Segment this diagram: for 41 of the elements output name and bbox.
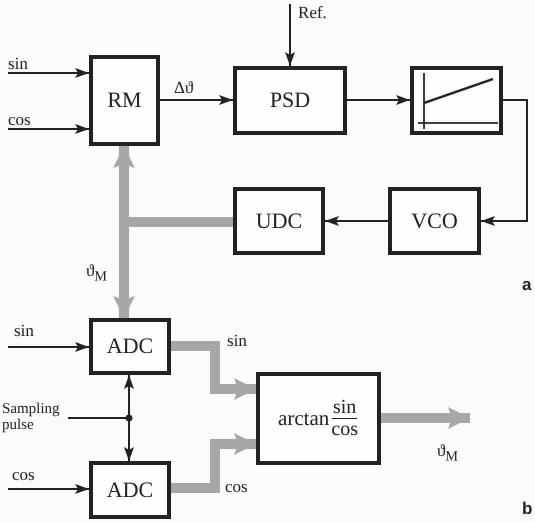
edge-label: cos	[225, 478, 248, 495]
arrow	[8, 484, 89, 494]
node-label: arctan	[278, 406, 330, 430]
arrow	[8, 124, 89, 134]
edge-label: ϑ$_{M}$	[86, 262, 108, 284]
node-label: VCO	[411, 208, 458, 234]
edge-label: ϑ$_{M}$	[437, 442, 458, 464]
block-box	[89, 318, 171, 375]
signal-bus-arrow	[171, 341, 256, 400]
panel-letter: a	[522, 276, 532, 293]
block-box	[233, 187, 325, 255]
edge-label: sin	[14, 322, 34, 339]
block-box	[256, 372, 381, 465]
node-label: RM	[107, 88, 142, 113]
block-box	[89, 55, 160, 146]
fraction-denominator: cos	[330, 419, 359, 440]
node-label: UDC	[256, 208, 302, 234]
node-label: ADC	[106, 478, 154, 502]
node-label: Sampling pulse	[2, 400, 61, 434]
signal-bus-arrow	[171, 433, 256, 493]
edge-label: Ref.	[298, 4, 327, 21]
arrow	[481, 99, 528, 226]
arrow	[160, 95, 233, 105]
node-label: PSD	[270, 88, 310, 113]
edge-label: cos	[12, 466, 35, 483]
block-box	[89, 461, 171, 519]
arrow	[8, 342, 89, 352]
block-box	[233, 66, 347, 135]
edge-label: cos	[8, 111, 31, 128]
edge-label: sin	[8, 55, 28, 72]
edge-label: sin	[227, 332, 247, 349]
edge-label: Δϑ	[174, 79, 194, 96]
arrow	[285, 4, 295, 66]
arrow	[8, 68, 89, 78]
block-box	[388, 187, 481, 255]
signal-bus-arrow	[381, 407, 470, 429]
panel-letter: b	[522, 500, 532, 517]
node-label: ADC	[106, 334, 154, 359]
fraction-numerator: sin	[332, 397, 358, 419]
arrow	[325, 216, 388, 226]
arrow	[347, 95, 410, 105]
